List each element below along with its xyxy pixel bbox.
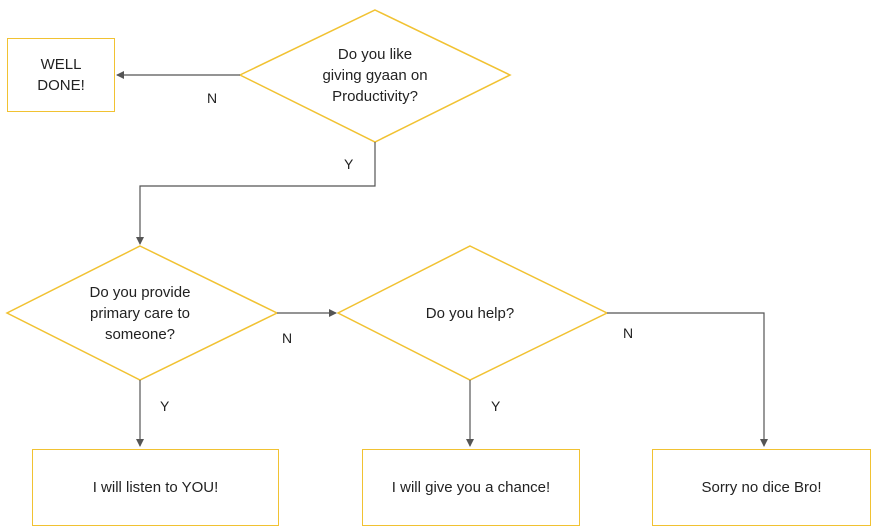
edge-label-help-no: N (623, 325, 634, 341)
no-dice-box: Sorry no dice Bro! (652, 449, 871, 526)
edge-label-productivity-yes: Y (344, 156, 354, 172)
chance-box: I will give you a chance! (362, 449, 580, 526)
productivity-question: Do you like giving gyaan on Productivity… (322, 45, 428, 105)
edge-help-to-no-dice (607, 312, 768, 447)
primary-care-question: Do you provide primary care to someone? (89, 283, 191, 343)
edge-label-help-yes: Y (491, 398, 501, 414)
edge-label-primary-care-no: N (282, 330, 293, 346)
edge-label-primary-care-yes: Y (160, 398, 170, 414)
help-question: Do you help? (425, 304, 515, 322)
edge-productivity-to-primary-care (136, 142, 376, 245)
well-done-box: WELL DONE! (7, 38, 115, 112)
listen-box: I will listen to YOU! (32, 449, 279, 526)
edge-label-productivity-no: N (207, 90, 218, 106)
